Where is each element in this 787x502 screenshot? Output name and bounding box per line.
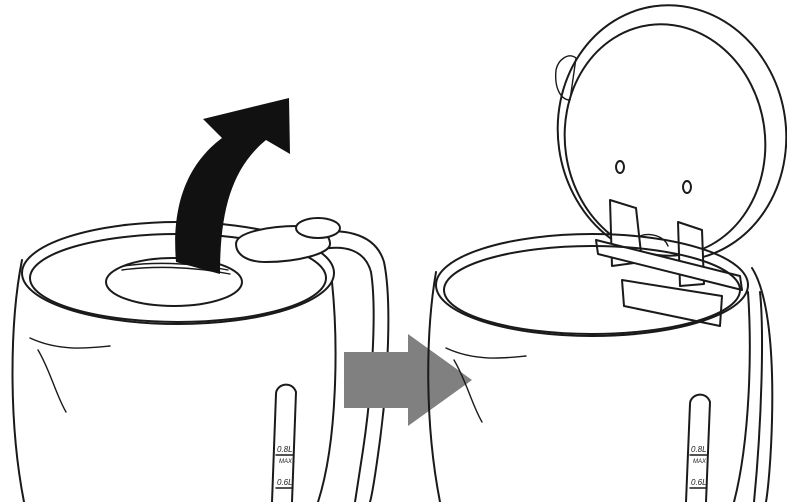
scale-label-0-8l: 0.8L [277, 445, 293, 454]
lid-hinge [595, 199, 743, 327]
kettle-body [11, 259, 337, 502]
water-level-window [271, 383, 297, 502]
kettle-handle [751, 267, 774, 502]
lid-hole [682, 180, 692, 194]
water-level-window [685, 393, 711, 502]
scale-label-max: MAX [279, 459, 293, 465]
kettle-handle [304, 230, 390, 502]
scale-label-0-6l: 0.6L [277, 478, 293, 487]
lift-arrow-icon [175, 98, 290, 274]
kettle-open: 0.8L MAX 0.6L [427, 4, 787, 502]
step-arrow-icon [344, 334, 472, 426]
scale-label-max: MAX [693, 459, 707, 465]
scale-label-0-8l: 0.8L [691, 445, 707, 454]
scale-label-0-6l: 0.6L [691, 478, 707, 487]
lid-hole [615, 160, 625, 174]
water-level-scale: 0.8L MAX 0.6L [689, 445, 708, 489]
water-level-scale: 0.8L MAX 0.6L [275, 445, 294, 489]
kettle-rim [435, 233, 749, 337]
